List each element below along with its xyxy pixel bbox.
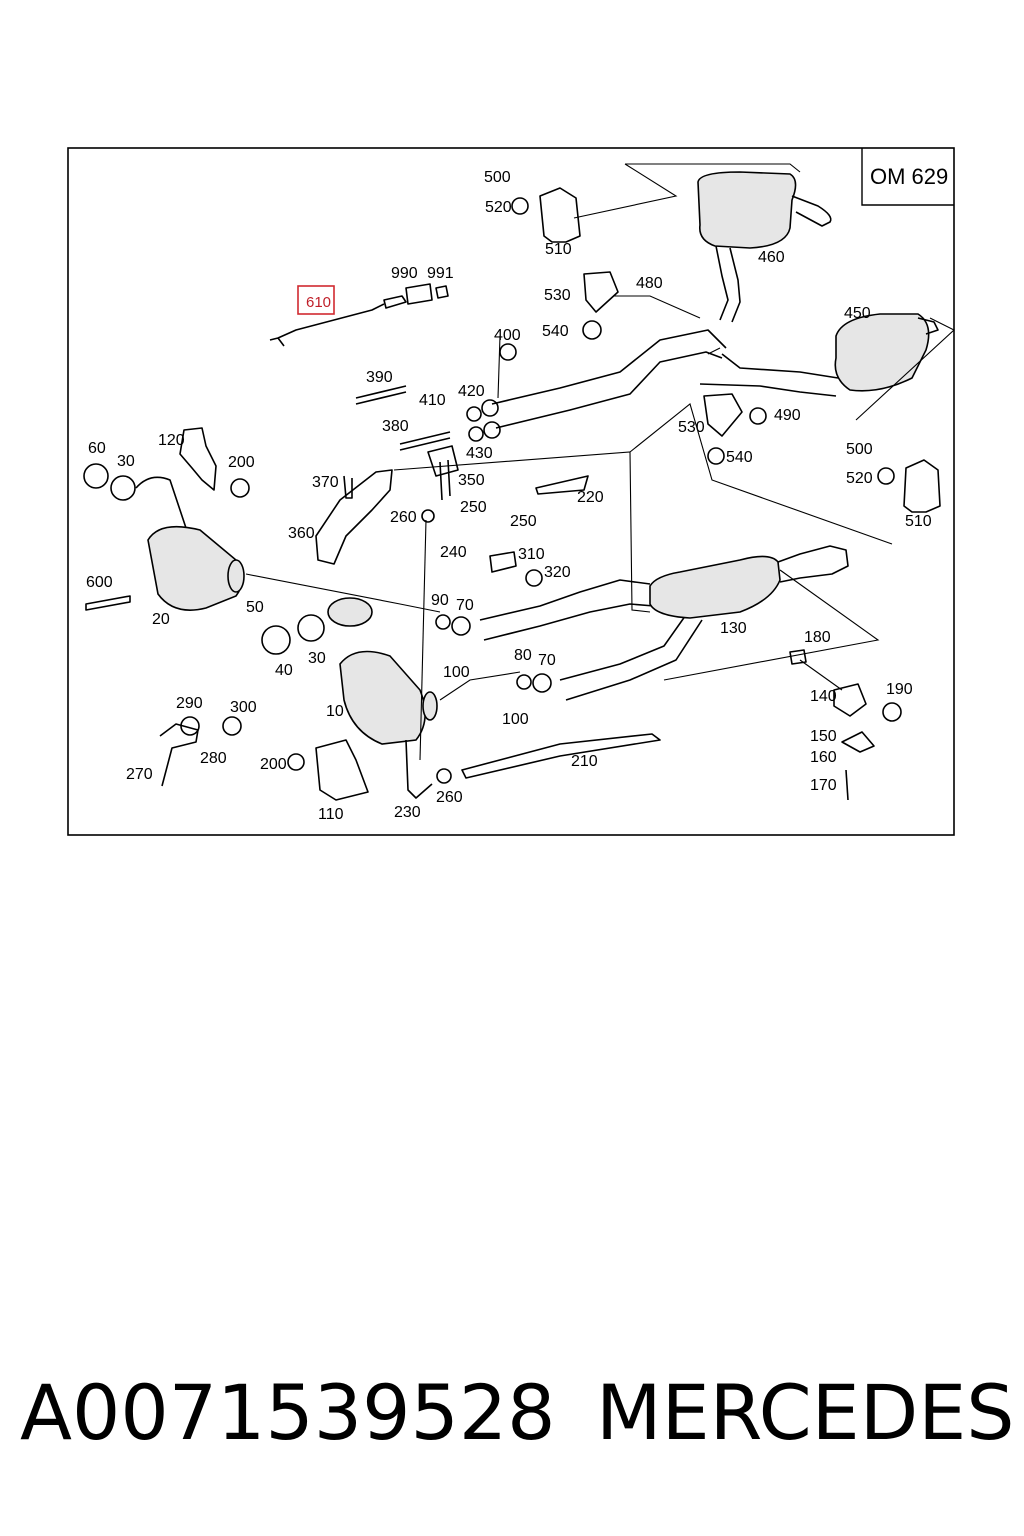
brackets <box>159 187 941 801</box>
engine-code-label: OM 629 <box>870 164 948 189</box>
callout-260: 260 <box>390 509 417 526</box>
callout-600: 600 <box>86 574 113 591</box>
exploded-parts-diagram: OM 629 <box>67 147 955 836</box>
callout-490: 490 <box>774 407 801 424</box>
callout-220: 220 <box>577 489 604 506</box>
callout-400: 400 <box>494 327 521 344</box>
callout-140: 140 <box>810 688 837 705</box>
callout-430: 430 <box>466 445 493 462</box>
callout-120: 120 <box>158 432 185 449</box>
callout-230: 230 <box>394 804 421 821</box>
callout-290: 290 <box>176 695 203 712</box>
callout-370: 370 <box>312 474 339 491</box>
callout-300: 300 <box>230 699 257 716</box>
callout-80: 80 <box>514 647 532 664</box>
highlight-box-610 <box>297 285 335 315</box>
callout-380: 380 <box>382 418 409 435</box>
callout-450: 450 <box>844 305 871 322</box>
callout-170: 170 <box>810 777 837 794</box>
part-number-caption: A0071539528 <box>20 1368 556 1457</box>
callout-520b: 520 <box>846 470 873 487</box>
callout-20: 20 <box>152 611 170 628</box>
callout-100b: 100 <box>502 711 529 728</box>
callout-610: 610 <box>306 294 331 311</box>
rear-muffler-right <box>834 313 955 421</box>
callout-240: 240 <box>440 544 467 561</box>
callout-520: 520 <box>485 199 512 216</box>
callout-420: 420 <box>458 383 485 400</box>
sensor-610 <box>269 283 449 347</box>
callout-500: 500 <box>484 169 511 186</box>
callout-270: 270 <box>126 766 153 783</box>
callout-10: 10 <box>326 703 344 720</box>
callout-990: 990 <box>391 265 418 282</box>
callout-390: 390 <box>366 369 393 386</box>
callout-320: 320 <box>544 564 571 581</box>
callout-540: 540 <box>542 323 569 340</box>
callout-30b: 30 <box>308 650 326 667</box>
callout-40: 40 <box>275 662 293 679</box>
callout-110: 110 <box>318 806 344 823</box>
callout-991: 991 <box>427 265 454 282</box>
callout-90: 90 <box>431 592 449 609</box>
callout-480: 480 <box>636 275 663 292</box>
callout-530: 530 <box>544 287 571 304</box>
rear-muffler-top <box>573 163 832 323</box>
catalytic-converter-20 <box>135 476 245 611</box>
callout-30: 30 <box>117 453 135 470</box>
callout-310: 310 <box>518 546 545 563</box>
callout-70b: 70 <box>538 652 556 669</box>
center-silencer <box>649 545 849 619</box>
callout-150: 150 <box>810 728 837 745</box>
callout-210: 210 <box>571 753 598 770</box>
brand-caption: MERCEDES <box>596 1368 1015 1457</box>
callout-60: 60 <box>88 440 106 457</box>
callout-50: 50 <box>246 599 264 616</box>
callout-190: 190 <box>886 681 913 698</box>
callout-180: 180 <box>804 629 831 646</box>
diagram-frame <box>67 147 955 836</box>
exhaust-pipes <box>461 329 839 779</box>
callout-100: 100 <box>443 664 470 681</box>
callout-510b: 510 <box>905 513 932 530</box>
callout-130: 130 <box>720 620 747 637</box>
callout-350: 350 <box>458 472 485 489</box>
engine-code-box: OM 629 <box>861 148 954 206</box>
callout-250: 250 <box>460 499 487 516</box>
callout-260b: 260 <box>436 789 463 806</box>
callout-70: 70 <box>456 597 474 614</box>
callout-160: 160 <box>810 749 837 766</box>
small-hardware <box>83 197 902 801</box>
callout-280: 280 <box>200 750 227 767</box>
callout-530b: 530 <box>678 419 705 436</box>
callout-200: 200 <box>228 454 255 471</box>
callout-500b: 500 <box>846 441 873 458</box>
callout-200b: 200 <box>260 756 287 773</box>
callout-250b: 250 <box>510 513 537 530</box>
leader-lines <box>245 295 893 761</box>
callout-460: 460 <box>758 249 785 266</box>
callout-410: 410 <box>419 392 446 409</box>
callout-510: 510 <box>545 241 572 258</box>
callout-360: 360 <box>288 525 315 542</box>
callout-labels: 500 520 510 460 990 991 610 480 530 540 … <box>86 169 932 823</box>
catalytic-converter-10 <box>327 597 438 745</box>
callout-540b: 540 <box>726 449 753 466</box>
